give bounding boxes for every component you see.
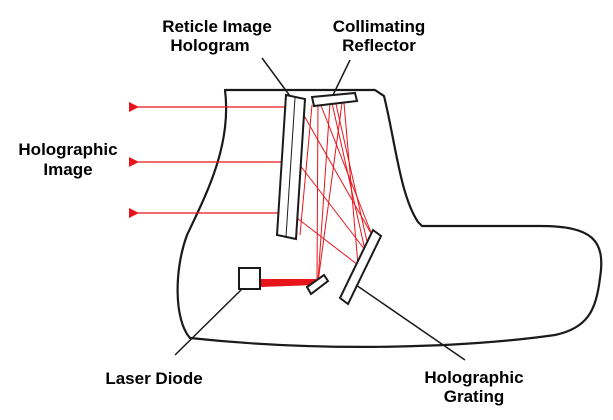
- sight-housing-outline: [176, 88, 603, 348]
- leader-reticle: [261, 57, 291, 97]
- label-collimating-line2: Reflector: [342, 36, 416, 55]
- label-grating-line2: Grating: [444, 387, 504, 406]
- leader-lines: [174, 57, 466, 361]
- holographic-image-arrows: [129, 102, 297, 218]
- label-holographic-image-line1: Holographic: [18, 140, 117, 159]
- leader-grating: [355, 284, 466, 361]
- label-collimating-line1: Collimating: [333, 17, 426, 36]
- holographic-grating: [338, 228, 383, 306]
- laser-diode-beam: [260, 279, 316, 287]
- laser-beam-paths: [259, 102, 373, 286]
- laser-diode: [238, 267, 261, 290]
- label-holographic-image-line2: Image: [43, 160, 92, 179]
- label-reticle-line2: Hologram: [170, 36, 249, 55]
- leader-collimating: [332, 59, 351, 96]
- label-laser-diode: Laser Diode: [105, 369, 202, 388]
- label-grating-line1: Holographic: [424, 368, 523, 387]
- leader-laser-diode: [174, 288, 243, 356]
- fold-mirror: [305, 273, 330, 296]
- reticle-hologram-inner-edge: [285, 97, 296, 238]
- label-reticle-line1: Reticle Image: [162, 17, 272, 36]
- collimating-reflector: [310, 91, 359, 108]
